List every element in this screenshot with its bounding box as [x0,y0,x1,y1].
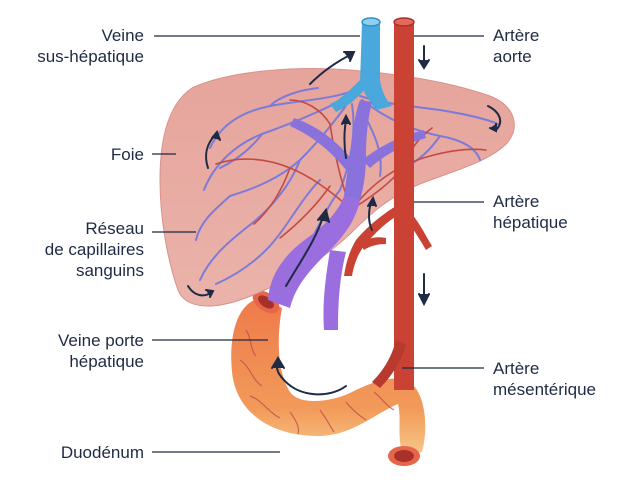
aorta-down-arrow-bottom [418,273,430,307]
liver [159,68,515,307]
label-veine-porte: Veine porte hépatique [57,331,144,371]
hepatic-vein [330,17,392,112]
flow-arrows [187,45,502,396]
portal-up-arrow [285,207,330,287]
label-artere-hepatique: Artère hépatique [493,192,568,232]
label-reseau-capillaires: Réseau de capillaires sanguins [44,219,144,280]
label-artere-mesenterique: Artère mésentérique [493,359,597,399]
duodenum-flow-arrow [271,356,347,396]
label-duodenum: Duodénum [60,443,144,462]
curved-flow-arrow [487,105,502,131]
aorta-down-arrow-top [418,45,430,70]
hepatic-artery [344,206,432,276]
label-foie: Foie [110,145,144,164]
aorta [393,17,415,390]
label-artere-aorte: Artère aorte [493,26,540,66]
leader-lines [152,35,484,453]
label-veine-sus-hepatique: Veine sus-hépatique [37,26,144,66]
mesenteric-artery [372,340,406,388]
vein-up-arrow [309,51,356,85]
